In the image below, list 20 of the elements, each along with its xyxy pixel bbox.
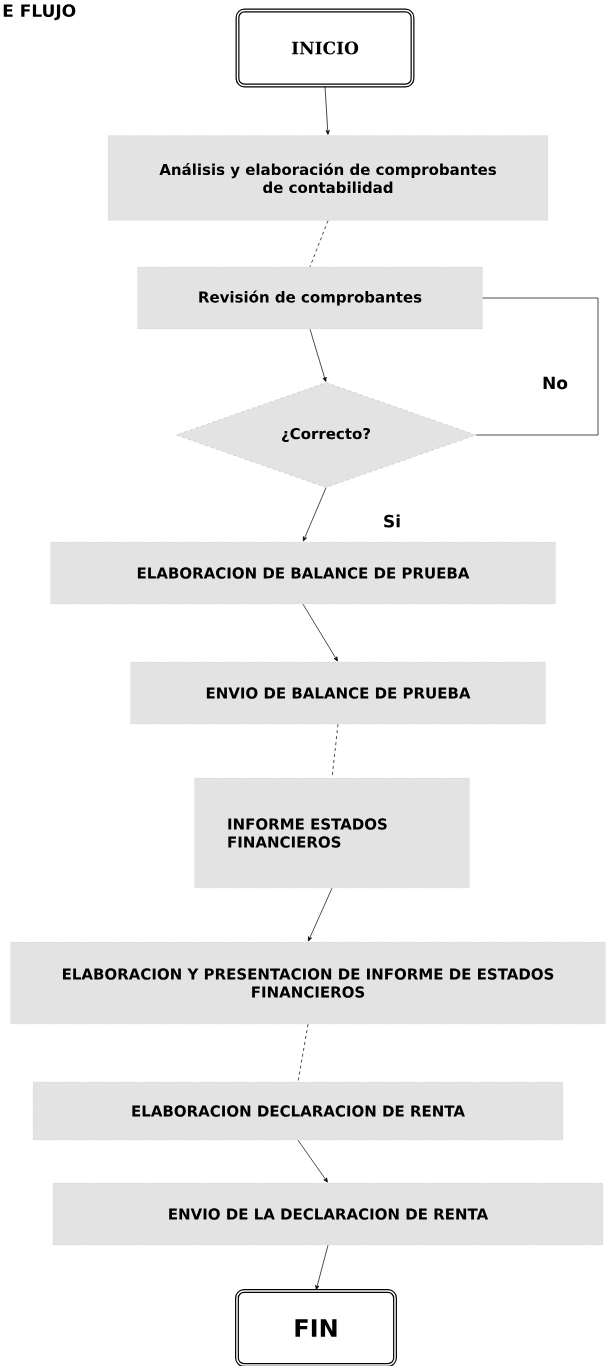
process-box: ENVIO DE LA DECLARACION DE RENTA [52, 1182, 604, 1246]
arrow [309, 328, 327, 382]
arrow [303, 487, 327, 542]
edge-label: Si [381, 513, 403, 529]
process-box: Análisis y elaboración de comprobantes de contabilidad [107, 135, 549, 221]
process-box: ELABORACION Y PRESENTACION DE INFORME DE ESTADOS FINANCIEROS [10, 941, 606, 1025]
terminal-box: INICIO [235, 8, 415, 88]
process-box: Revisión de comprobantes [137, 266, 483, 330]
arrow [297, 1139, 328, 1183]
process-box: ENVIO DE BALANCE DE PRUEBA [130, 661, 546, 725]
arrow [315, 1244, 329, 1290]
terminal-box: FIN [235, 1289, 397, 1366]
arrow [324, 85, 330, 135]
process-box: ELABORACION DE BALANCE DE PRUEBA [50, 541, 556, 605]
edge-label: No [541, 375, 569, 391]
arrow [308, 887, 333, 942]
heading: E FLUJO [3, 4, 76, 21]
process-box: ELABORACION DECLARACION DE RENTA [32, 1081, 564, 1141]
arrow [302, 603, 338, 662]
process-box: INFORME ESTADOS FINANCIEROS [194, 777, 470, 889]
